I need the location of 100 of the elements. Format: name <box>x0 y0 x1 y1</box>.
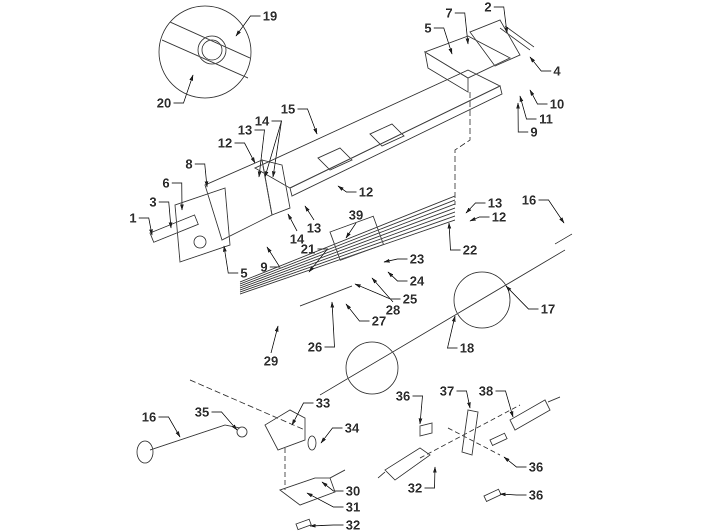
leader-line <box>171 182 184 211</box>
leader-line <box>292 402 314 426</box>
leader-line <box>412 396 423 425</box>
leader-line <box>388 272 408 282</box>
callout-number: 5 <box>240 266 248 280</box>
callout-number: 8 <box>185 158 193 170</box>
callout-number: 10 <box>550 98 564 110</box>
callout-number: 14 <box>254 114 270 128</box>
leader-line <box>138 218 153 236</box>
leader-line <box>194 164 208 188</box>
leader-line <box>320 428 343 444</box>
leader-line <box>493 6 508 34</box>
leader-line <box>456 390 471 409</box>
leader-line <box>516 102 529 132</box>
callout-number: 30 <box>346 484 360 498</box>
leader-line <box>447 222 461 250</box>
callout-number: 38 <box>478 384 494 398</box>
callout-number: 32 <box>408 482 422 494</box>
leader-line <box>466 202 486 214</box>
callout-number: 27 <box>372 314 386 328</box>
leader-line <box>337 186 357 192</box>
leader-line <box>495 390 514 418</box>
leader-line <box>424 466 437 488</box>
callout-number: 24 <box>410 274 424 288</box>
leader-line <box>211 412 238 430</box>
leader-line <box>433 28 452 55</box>
leader-line <box>306 492 344 508</box>
leader-line <box>309 524 344 528</box>
leader-line <box>372 278 394 302</box>
callout-number: 12 <box>358 186 374 198</box>
leader-line <box>236 16 261 36</box>
callout-number: 18 <box>460 342 474 354</box>
callout-number: 34 <box>344 422 360 434</box>
leader-line <box>469 216 490 222</box>
callout-number: 9 <box>530 126 538 138</box>
leader-line <box>288 213 298 232</box>
leader-line <box>324 301 335 348</box>
callout-number: 12 <box>492 210 506 224</box>
leader-line <box>383 258 408 263</box>
leader-line <box>271 120 282 178</box>
callout-number: 39 <box>348 208 364 222</box>
callout-number: 37 <box>440 384 454 398</box>
leader-line <box>499 492 527 496</box>
callout-number: 3 <box>149 196 157 208</box>
leader-line <box>270 325 278 354</box>
callout-number: 17 <box>540 302 556 316</box>
callout-number: 16 <box>142 410 156 424</box>
callout-number: 12 <box>218 136 232 150</box>
leader-line <box>254 130 265 178</box>
leader-line <box>346 222 356 239</box>
callout-number: 35 <box>194 406 210 418</box>
callout-number: 6 <box>162 176 170 190</box>
callout-number: 31 <box>346 500 360 514</box>
callout-number: 4 <box>553 64 561 78</box>
callout-number: 32 <box>346 518 360 531</box>
callout-number: 15 <box>280 102 296 116</box>
callout-number: 36 <box>396 390 410 402</box>
leader-line <box>297 108 318 135</box>
leader-line <box>308 248 328 272</box>
callout-number: 11 <box>539 112 553 126</box>
leader-line <box>354 284 401 300</box>
callout-number: 21 <box>300 242 316 256</box>
leader-line <box>530 56 552 72</box>
leader-line <box>322 482 344 492</box>
leader-line <box>446 315 458 348</box>
leader-line <box>173 74 194 104</box>
callout-number: 13 <box>238 124 252 136</box>
callout-number: 2 <box>484 0 492 14</box>
leader-line <box>158 202 172 229</box>
leader-line <box>158 416 180 438</box>
leader-line <box>504 456 527 468</box>
callout-number: 9 <box>260 260 268 274</box>
callout-number: 14 <box>290 232 304 246</box>
callout-number: 36 <box>528 460 544 474</box>
callout-number: 33 <box>316 396 330 410</box>
callout-number: 26 <box>308 340 322 354</box>
callout-number: 16 <box>522 194 536 206</box>
leader-line <box>538 200 564 224</box>
leader-line <box>234 142 256 164</box>
leader-line <box>346 304 370 322</box>
leader-line <box>266 246 281 268</box>
callout-number: 13 <box>488 196 502 210</box>
callout-number: 20 <box>156 96 172 110</box>
callout-number: 1 <box>129 212 137 224</box>
callout-number: 25 <box>402 292 418 306</box>
leader-line <box>520 95 537 120</box>
leader-line <box>454 12 470 45</box>
callout-number: 5 <box>424 22 432 34</box>
callout-number: 23 <box>410 252 424 266</box>
callout-number: 7 <box>445 6 453 20</box>
callout-number: 29 <box>264 354 278 368</box>
callout-number: 28 <box>386 304 400 316</box>
leader-line <box>264 120 282 178</box>
leader-line <box>304 205 314 220</box>
leader-line <box>223 245 239 274</box>
callout-number: 13 <box>306 222 322 234</box>
callout-number: 22 <box>462 244 478 256</box>
callout-number: 36 <box>528 488 544 502</box>
leader-line <box>506 286 539 310</box>
leader-line <box>530 89 548 104</box>
